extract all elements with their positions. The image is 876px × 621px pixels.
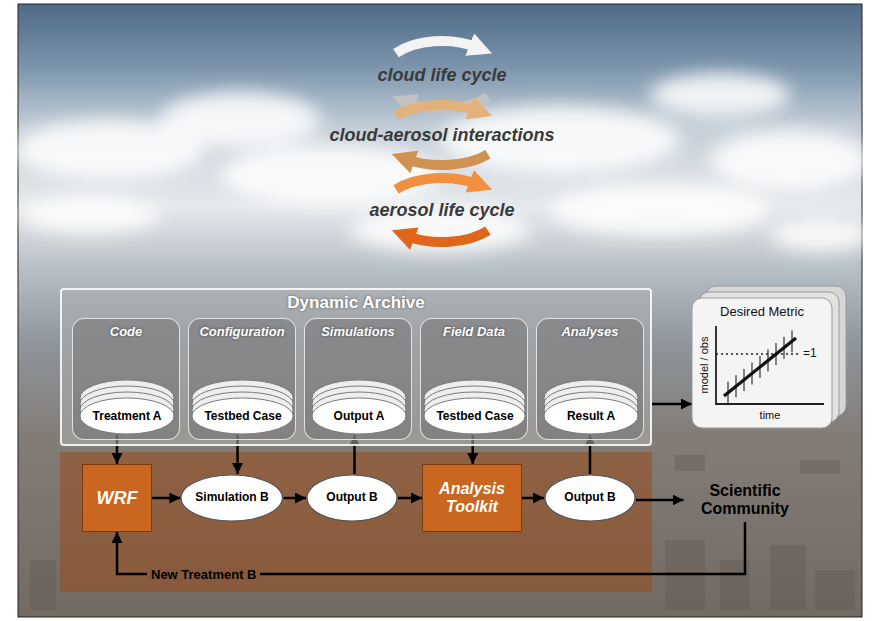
flow-arrow [522, 497, 544, 500]
database-stack: Output A [311, 375, 407, 435]
archive-column: SimulationsOutput A [304, 318, 412, 440]
database-stack-text: Treatment A [93, 409, 162, 423]
database-stack-text: Result A [567, 409, 615, 423]
database-stack-outline [191, 375, 294, 435]
process-box-text: Analysis Toolkit [430, 480, 514, 517]
data-ellipse: Simulation B [180, 474, 283, 522]
archive-column: CodeTreatment A [72, 318, 180, 440]
database-stack-text: Testbed Case [204, 409, 281, 423]
flow-arrow [636, 499, 684, 502]
database-stack-outline [79, 375, 175, 435]
workflow-band [60, 452, 652, 592]
database-stack: Testbed Case [191, 375, 294, 435]
clouds [15, 73, 870, 252]
community-node-text: Scientific Community [688, 482, 803, 519]
data-ellipse-text: Output B [564, 491, 615, 505]
database-stack: Result A [543, 375, 639, 435]
metric-card: Desired Metric model / obs =1 time [692, 298, 832, 428]
archive-column-text: Code [73, 319, 179, 339]
database-stack-outline [311, 375, 407, 435]
data-ellipse-text: Simulation B [195, 491, 268, 505]
edge-label: New Treatment B [147, 567, 260, 582]
archive-column-text: Field Data [421, 319, 527, 339]
process-box: WRF [82, 464, 152, 532]
flow-arrow [652, 403, 692, 406]
data-ellipse: Output B [306, 474, 398, 522]
cycle-label: cloud life cycle [377, 65, 506, 85]
axis-label: time [740, 408, 800, 422]
database-stack-text: Output A [334, 409, 385, 423]
flow-arrow [284, 497, 306, 500]
archive-column: AnalysesResult A [536, 318, 644, 440]
archive-column-text: Analyses [537, 319, 643, 339]
database-stack-outline [423, 375, 526, 435]
archive-column: Field DataTestbed Case [420, 318, 528, 440]
data-ellipse-text: Output B [326, 491, 377, 505]
axis-label: model / obs [697, 335, 711, 395]
card-title: Desired Metric [692, 305, 832, 319]
flow-arrow [398, 497, 422, 500]
data-ellipse: Output B [544, 474, 636, 522]
cycle-label: aerosol life cycle [369, 200, 514, 220]
archive-column-text: Configuration [189, 319, 295, 339]
community-node: Scientific Community [684, 478, 807, 522]
cycle-label: cloud-aerosol interactions [329, 125, 554, 145]
archive-column-text: Simulations [305, 319, 411, 339]
process-box-text: WRF [97, 488, 138, 509]
database-stack-outline [543, 375, 639, 435]
reference-value: =1 [803, 346, 827, 360]
database-stack-text: Testbed Case [436, 409, 513, 423]
flow-arrow [152, 497, 180, 500]
database-stack: Testbed Case [423, 375, 526, 435]
database-stack: Treatment A [79, 375, 175, 435]
archive-column: ConfigurationTestbed Case [188, 318, 296, 440]
photo-frame [18, 4, 862, 617]
archive-panel: Dynamic ArchiveCodeTreatment AConfigurat… [60, 288, 652, 446]
process-box: Analysis Toolkit [422, 464, 522, 532]
archive-panel-text: Dynamic Archive [62, 290, 650, 313]
